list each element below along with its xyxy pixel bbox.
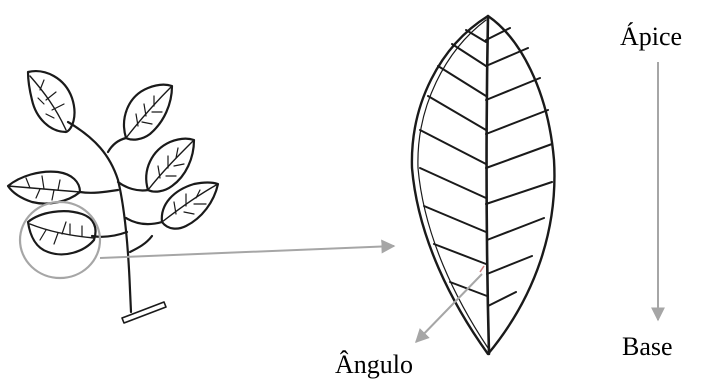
angle-label: Ângulo [335,352,413,378]
petiole-mid-right [118,182,148,191]
petiole-left-low [92,232,127,237]
petiole-left-mid [80,190,118,193]
right-veins [486,28,552,306]
main-stem [68,122,131,312]
angle-mark [480,266,484,272]
petiole-upper-right [108,138,126,152]
midrib [487,16,489,354]
detailed-leaf [412,16,555,354]
petiole-lowest [130,236,152,252]
branch-sketch [8,71,218,323]
left-veins [420,30,487,296]
stem-cut [122,302,166,323]
highlight-circle [20,202,100,278]
leaf-outline [412,16,555,354]
petiole-right-low [126,218,162,224]
apex-label: Ápice [620,24,682,50]
base-label: Base [622,334,673,360]
zoom-arrow [100,246,394,258]
